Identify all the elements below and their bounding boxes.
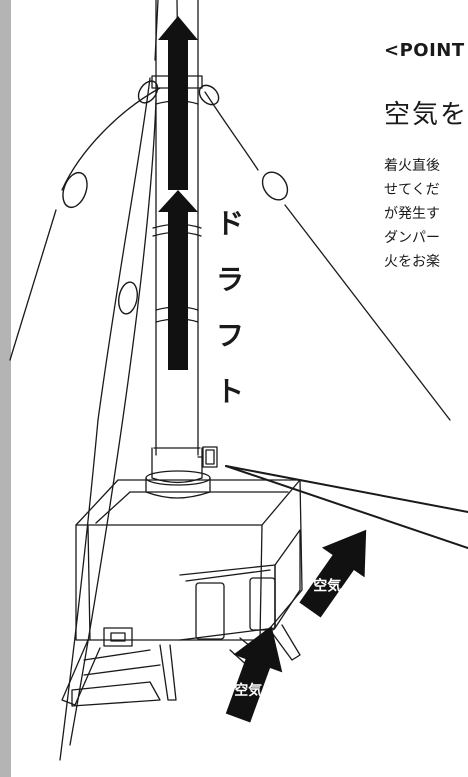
rope-tensioners (62, 80, 289, 315)
draft-char: ト (215, 375, 244, 408)
body-line: 着火直後 (384, 158, 440, 174)
section-title: 空気を (384, 100, 468, 130)
body-line: ダンパー (384, 230, 440, 246)
damper-handle (197, 446, 218, 468)
point-heading: <POINT (384, 40, 465, 61)
air-arrow-upper: 空気 (299, 529, 367, 618)
body-paragraph: 着火直後 せてくだ が発生す ダンパー 火をお楽 (384, 154, 468, 274)
air-label-lower: 空気 (234, 682, 262, 699)
stove-door (179, 529, 301, 641)
draft-arrows (158, 16, 198, 370)
body-line: 火をお楽 (384, 254, 440, 270)
draft-label: ド ラ フ ト (208, 196, 252, 420)
stove-collar (145, 470, 211, 499)
draft-char: ド (215, 207, 244, 240)
body-line: が発生す (384, 206, 440, 222)
stove-body (75, 479, 303, 647)
guy-ropes (9, 0, 451, 761)
left-margin-bar (0, 0, 11, 777)
air-arrow-lower: 空気 (225, 625, 283, 723)
air-label-upper: 空気 (313, 577, 341, 594)
pointer-lines (225, 465, 468, 549)
draft-char: フ (215, 319, 244, 352)
draft-char: ラ (215, 263, 244, 296)
stove-legs (61, 624, 301, 707)
body-line: せてくだ (384, 182, 440, 198)
